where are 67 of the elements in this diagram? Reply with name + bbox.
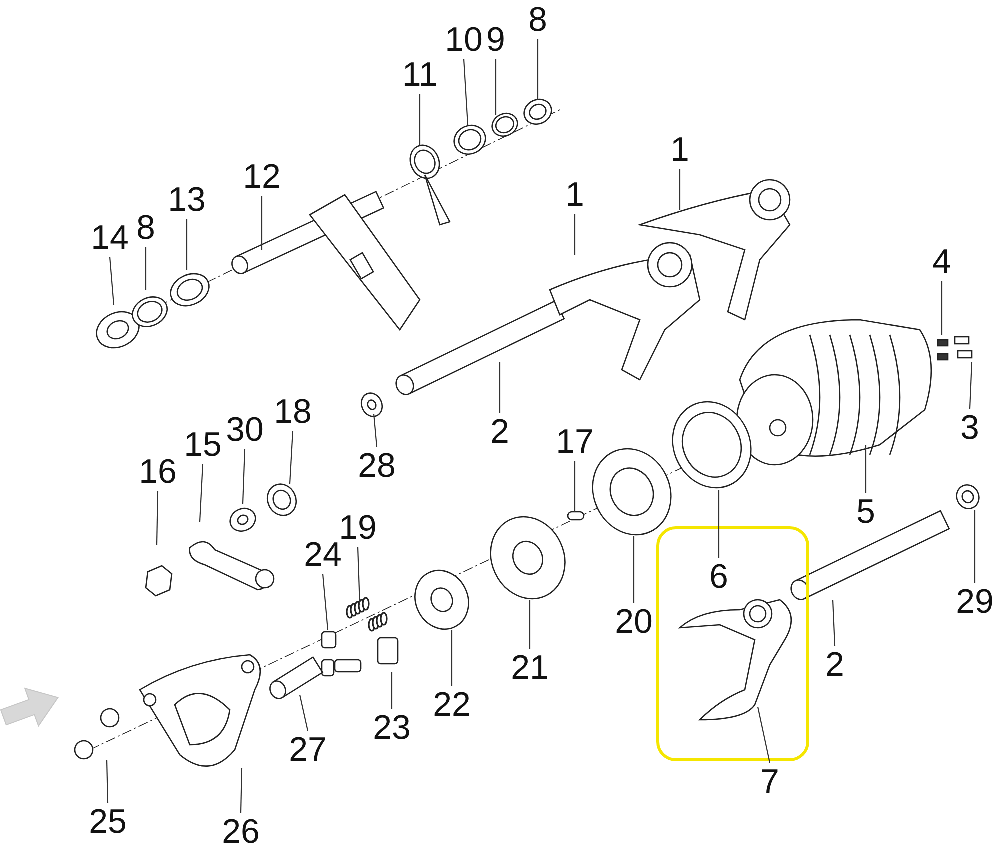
- leader-line: [322, 574, 329, 630]
- callout-number: 1: [670, 132, 690, 168]
- leader-line: [679, 169, 681, 210]
- leader-line: [261, 196, 263, 250]
- leader-line: [109, 256, 115, 306]
- leader-line: [199, 464, 204, 522]
- leader-line: [969, 362, 973, 410]
- leader-line: [757, 706, 771, 764]
- shift-fork-drawing: [679, 599, 792, 721]
- leader-line: [529, 600, 531, 649]
- leader-line: [145, 247, 147, 290]
- leader-line: [289, 430, 294, 484]
- callout-number: 19: [339, 510, 377, 546]
- leader-line: [718, 490, 720, 558]
- callout-number: 18: [274, 394, 312, 430]
- callout-number: 13: [168, 182, 206, 218]
- callout-number: 15: [184, 427, 222, 463]
- leader-line: [451, 630, 453, 686]
- callout-number: 11: [402, 57, 438, 93]
- callout-number: 8: [528, 2, 548, 38]
- callout-number: 27: [289, 732, 327, 768]
- callout-number: 8: [136, 210, 156, 246]
- leader-line: [186, 219, 188, 270]
- leader-line: [240, 768, 243, 814]
- callout-number: 3: [960, 410, 980, 446]
- leader-line: [865, 445, 867, 493]
- leader-line: [832, 600, 836, 646]
- callout-number: 7: [760, 764, 780, 800]
- leader-line: [357, 546, 361, 606]
- callout-number: 16: [139, 454, 177, 490]
- callout-number: 28: [358, 448, 396, 484]
- callout-number: 4: [932, 244, 952, 280]
- leader-line: [391, 672, 393, 709]
- callout-number: 29: [956, 584, 994, 620]
- leader-line: [495, 59, 497, 115]
- leader-line: [299, 694, 309, 732]
- leader-line: [106, 760, 109, 804]
- callout-number: 23: [373, 710, 411, 746]
- callout-number: 1: [566, 177, 584, 213]
- callout-number: 22: [433, 687, 471, 723]
- leader-line: [574, 461, 576, 512]
- callout-number: 10: [445, 22, 483, 58]
- callout-number: 17: [556, 424, 594, 460]
- callout-number: 25: [89, 804, 127, 840]
- callout-number: 5: [856, 494, 876, 530]
- callout-number: 30: [226, 412, 264, 448]
- callout-number: 24: [304, 537, 342, 573]
- leader-line: [974, 510, 976, 583]
- callout-number: 2: [490, 414, 510, 450]
- callout-number: 20: [615, 604, 653, 640]
- callout-number: 21: [511, 650, 549, 686]
- callout-number: 2: [826, 647, 844, 683]
- leader-line: [499, 362, 501, 413]
- leader-line: [537, 39, 539, 100]
- callout-number: 6: [710, 559, 728, 595]
- leader-line: [419, 94, 421, 145]
- leader-line: [463, 58, 469, 126]
- leader-line: [156, 491, 159, 545]
- leader-line: [574, 214, 576, 255]
- leader-line: [941, 281, 943, 335]
- leader-line: [373, 414, 378, 448]
- leader-line: [633, 536, 635, 603]
- leader-line: [242, 448, 246, 504]
- callout-number: 26: [222, 814, 260, 850]
- callout-number: 12: [243, 159, 281, 195]
- callout-number: 9: [486, 22, 506, 58]
- callout-number: 14: [91, 220, 129, 256]
